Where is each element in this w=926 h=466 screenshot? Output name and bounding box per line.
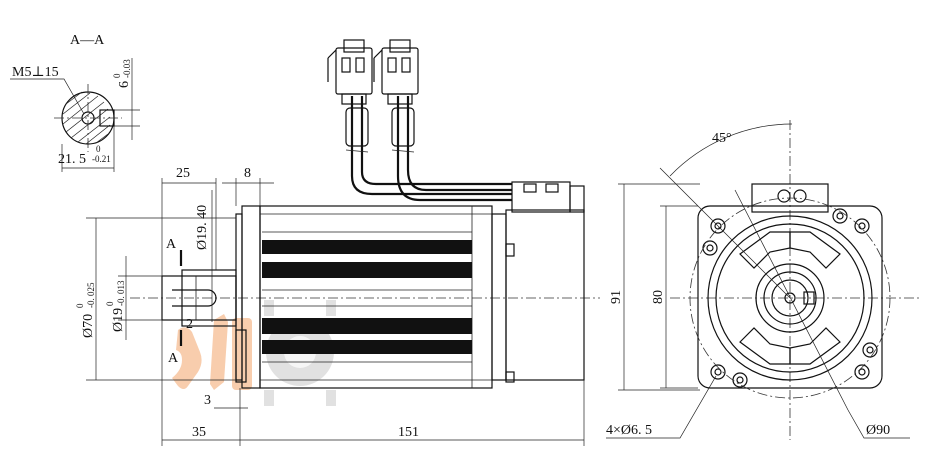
top-mount-tab — [751, 183, 829, 213]
connector-left — [327, 39, 373, 105]
front-shaft-hole — [784, 292, 796, 304]
hub-diameter: Ø19. 40 — [195, 205, 210, 250]
power-cables — [345, 96, 512, 202]
flange-windows — [739, 231, 841, 365]
section-mark-bottom: A — [168, 351, 179, 366]
shaft-diameter-tol-upper: 0 — [105, 301, 115, 306]
thread-leader — [10, 78, 85, 115]
keyway-width: 6 — [117, 81, 132, 88]
square-flange — [697, 205, 883, 389]
flange-diameter: Ø70 — [81, 314, 96, 338]
pilot-circle — [707, 215, 873, 381]
dim-2: 2 — [186, 317, 193, 332]
shaft-diameter-tol-lower: -0. 013 — [116, 280, 126, 306]
section-title: A—A — [70, 33, 105, 48]
shaft-boss — [755, 263, 825, 333]
pcd-size: 80 — [651, 290, 666, 304]
section-a-a: A—A M5⊥15 6 0 -0.03 — [10, 33, 140, 172]
side-view: A A 25 8 Ø19. 40 Ø70 0 -0. — [75, 39, 600, 446]
side-left-dimensions: Ø70 0 -0. 025 Ø19 0 -0. 013 2 3 — [75, 217, 248, 409]
key-depth-tol-upper: 0 — [96, 144, 101, 154]
angle-label: 45° — [712, 131, 732, 146]
connector-right — [373, 39, 419, 105]
square-size: 91 — [609, 290, 624, 304]
holes-note: 4×Ø6. 5 — [606, 423, 652, 438]
circle-leader — [847, 409, 910, 439]
flange-diameter-tol-upper: 0 — [75, 303, 85, 308]
keyway-width-tol-upper: 0 — [112, 73, 122, 78]
key-depth: 21. 5 — [58, 152, 86, 167]
circle-note: Ø90 — [866, 423, 890, 438]
encoder-housing — [491, 181, 585, 383]
angle-arc — [669, 123, 793, 177]
keyway-width-tol-lower: -0.03 — [122, 59, 132, 78]
front-view: 45° 91 80 4×Ø6. 5 Ø90 — [606, 120, 920, 440]
side-bottom-dimensions: 35 151 — [161, 320, 585, 446]
dim-3: 3 — [204, 393, 211, 408]
section-mark-top: A — [166, 237, 177, 252]
holes-leader — [606, 375, 717, 439]
shaft-length: 25 — [176, 166, 190, 181]
section-hatching — [62, 91, 111, 145]
shaft-diameter: Ø19 — [111, 308, 126, 332]
section-markers: A A — [166, 237, 183, 366]
section-shaft-circle — [61, 91, 115, 145]
thread-spec: M5⊥15 — [12, 65, 59, 80]
total-shaft-length: 35 — [192, 425, 206, 440]
side-top-dimensions: 25 8 Ø19. 40 — [161, 166, 274, 322]
body-length: 151 — [398, 425, 419, 440]
motor-body — [259, 205, 493, 389]
step-length: 8 — [244, 166, 251, 181]
key-depth-tol-lower: -0.21 — [92, 154, 111, 164]
flange-diameter-tol-lower: -0. 025 — [86, 282, 96, 308]
bolt-circle — [689, 197, 891, 399]
